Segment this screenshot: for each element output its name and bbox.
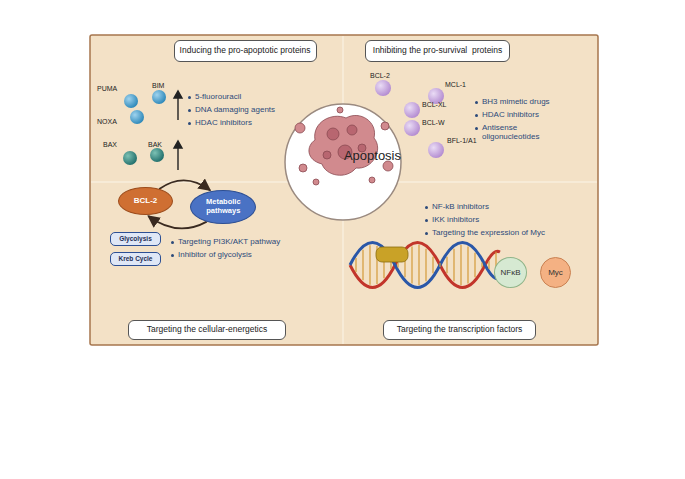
protein-sphere (150, 148, 164, 162)
bullet-dot (188, 122, 191, 125)
bullet-dot (425, 219, 428, 222)
bullet-dot (188, 96, 191, 99)
protein-label: BCL-XL (422, 101, 447, 109)
protein-sphere (123, 151, 137, 165)
outer-frame (90, 35, 598, 345)
protein-label: PUMA (97, 85, 117, 93)
bullet-text: NF-kB inhibitors (432, 202, 489, 211)
dna-helix (350, 243, 500, 288)
protein-sphere (130, 110, 144, 124)
up-arrow (174, 91, 182, 170)
node-text: Kreb Cycle (119, 255, 153, 262)
bullet-dot (188, 109, 191, 112)
protein-label: BAX (103, 141, 117, 149)
bullet-dot (475, 114, 478, 117)
node-text: Metabolic pathways (201, 198, 245, 215)
factor-circle: NFκB (494, 257, 527, 288)
protein-label: BAK (148, 141, 162, 149)
apoptosis-node: Apoptosis (285, 104, 401, 220)
bullet-text: DNA damaging agents (195, 105, 275, 114)
apoptosis-circle (285, 104, 401, 220)
protein-label: BIM (152, 82, 164, 90)
protein-label: BCL-2 (370, 72, 390, 80)
bullet-text: 5-fluorouracil (195, 92, 241, 101)
bullet-dot (171, 241, 174, 244)
protein-label: BFL-1/A1 (447, 137, 477, 145)
protein-sphere (152, 90, 166, 104)
bullet-dot (475, 101, 478, 104)
factor-circle: Myc (540, 257, 571, 288)
section-header: Inhibiting the pro-survival proteins (365, 40, 510, 62)
bullet-dot (171, 254, 174, 257)
bullet-text: Antisense oligonucleotides (482, 123, 572, 141)
node-text: Glycolysis (119, 235, 152, 242)
bullet-text: HDAC inhibitors (195, 118, 252, 127)
section-header: Inducing the pro-apoptotic proteins (174, 40, 317, 62)
bullet-text: Inhibitor of glycolysis (178, 250, 252, 259)
protein-label: NOXA (97, 118, 117, 126)
protein-sphere (124, 94, 138, 108)
pathway-box: Kreb Cycle (110, 252, 161, 266)
bullet-text: IKK inhibitors (432, 215, 479, 224)
transcription-factor (376, 247, 408, 262)
node-text: Targeting the transcription factors (397, 325, 523, 335)
section-header: Targeting the transcription factors (383, 320, 536, 340)
bullet-text: BH3 mimetic drugs (482, 97, 550, 106)
cycle-arrow (159, 180, 210, 190)
node-text: Inhibiting the pro-survival proteins (373, 46, 502, 56)
bullet-text: Targeting the expression of Myc (432, 228, 572, 237)
node-text: BCL-2 (134, 196, 158, 205)
protein-circle (375, 80, 391, 96)
node-text: Targeting the cellular-energetics (147, 325, 267, 335)
protein-label: MCL-1 (445, 81, 466, 89)
protein-ellipse: BCL-2 (118, 187, 173, 215)
dna-rungs (356, 245, 496, 285)
bullet-dot (425, 206, 428, 209)
protein-circle (404, 102, 420, 118)
node-text: Myc (548, 268, 563, 277)
bullet-text: HDAC inhibitors (482, 110, 539, 119)
pathway-box: Glycolysis (110, 232, 161, 246)
protein-circle (404, 120, 420, 136)
node-text: NFκB (501, 268, 521, 277)
protein-label: BCL-W (422, 119, 445, 127)
section-header: Targeting the cellular-energetics (128, 320, 286, 340)
bullet-dot (475, 127, 478, 130)
protein-circle (428, 142, 444, 158)
bullet-text: Targeting PI3K/AKT pathway (178, 237, 280, 246)
node-text: Inducing the pro-apoptotic proteins (180, 46, 311, 56)
bullet-dot (425, 232, 428, 235)
node-text: Apoptosis (344, 149, 401, 164)
apoptotic-cell (295, 107, 393, 185)
pathway-ellipse: Metabolic pathways (190, 190, 256, 224)
